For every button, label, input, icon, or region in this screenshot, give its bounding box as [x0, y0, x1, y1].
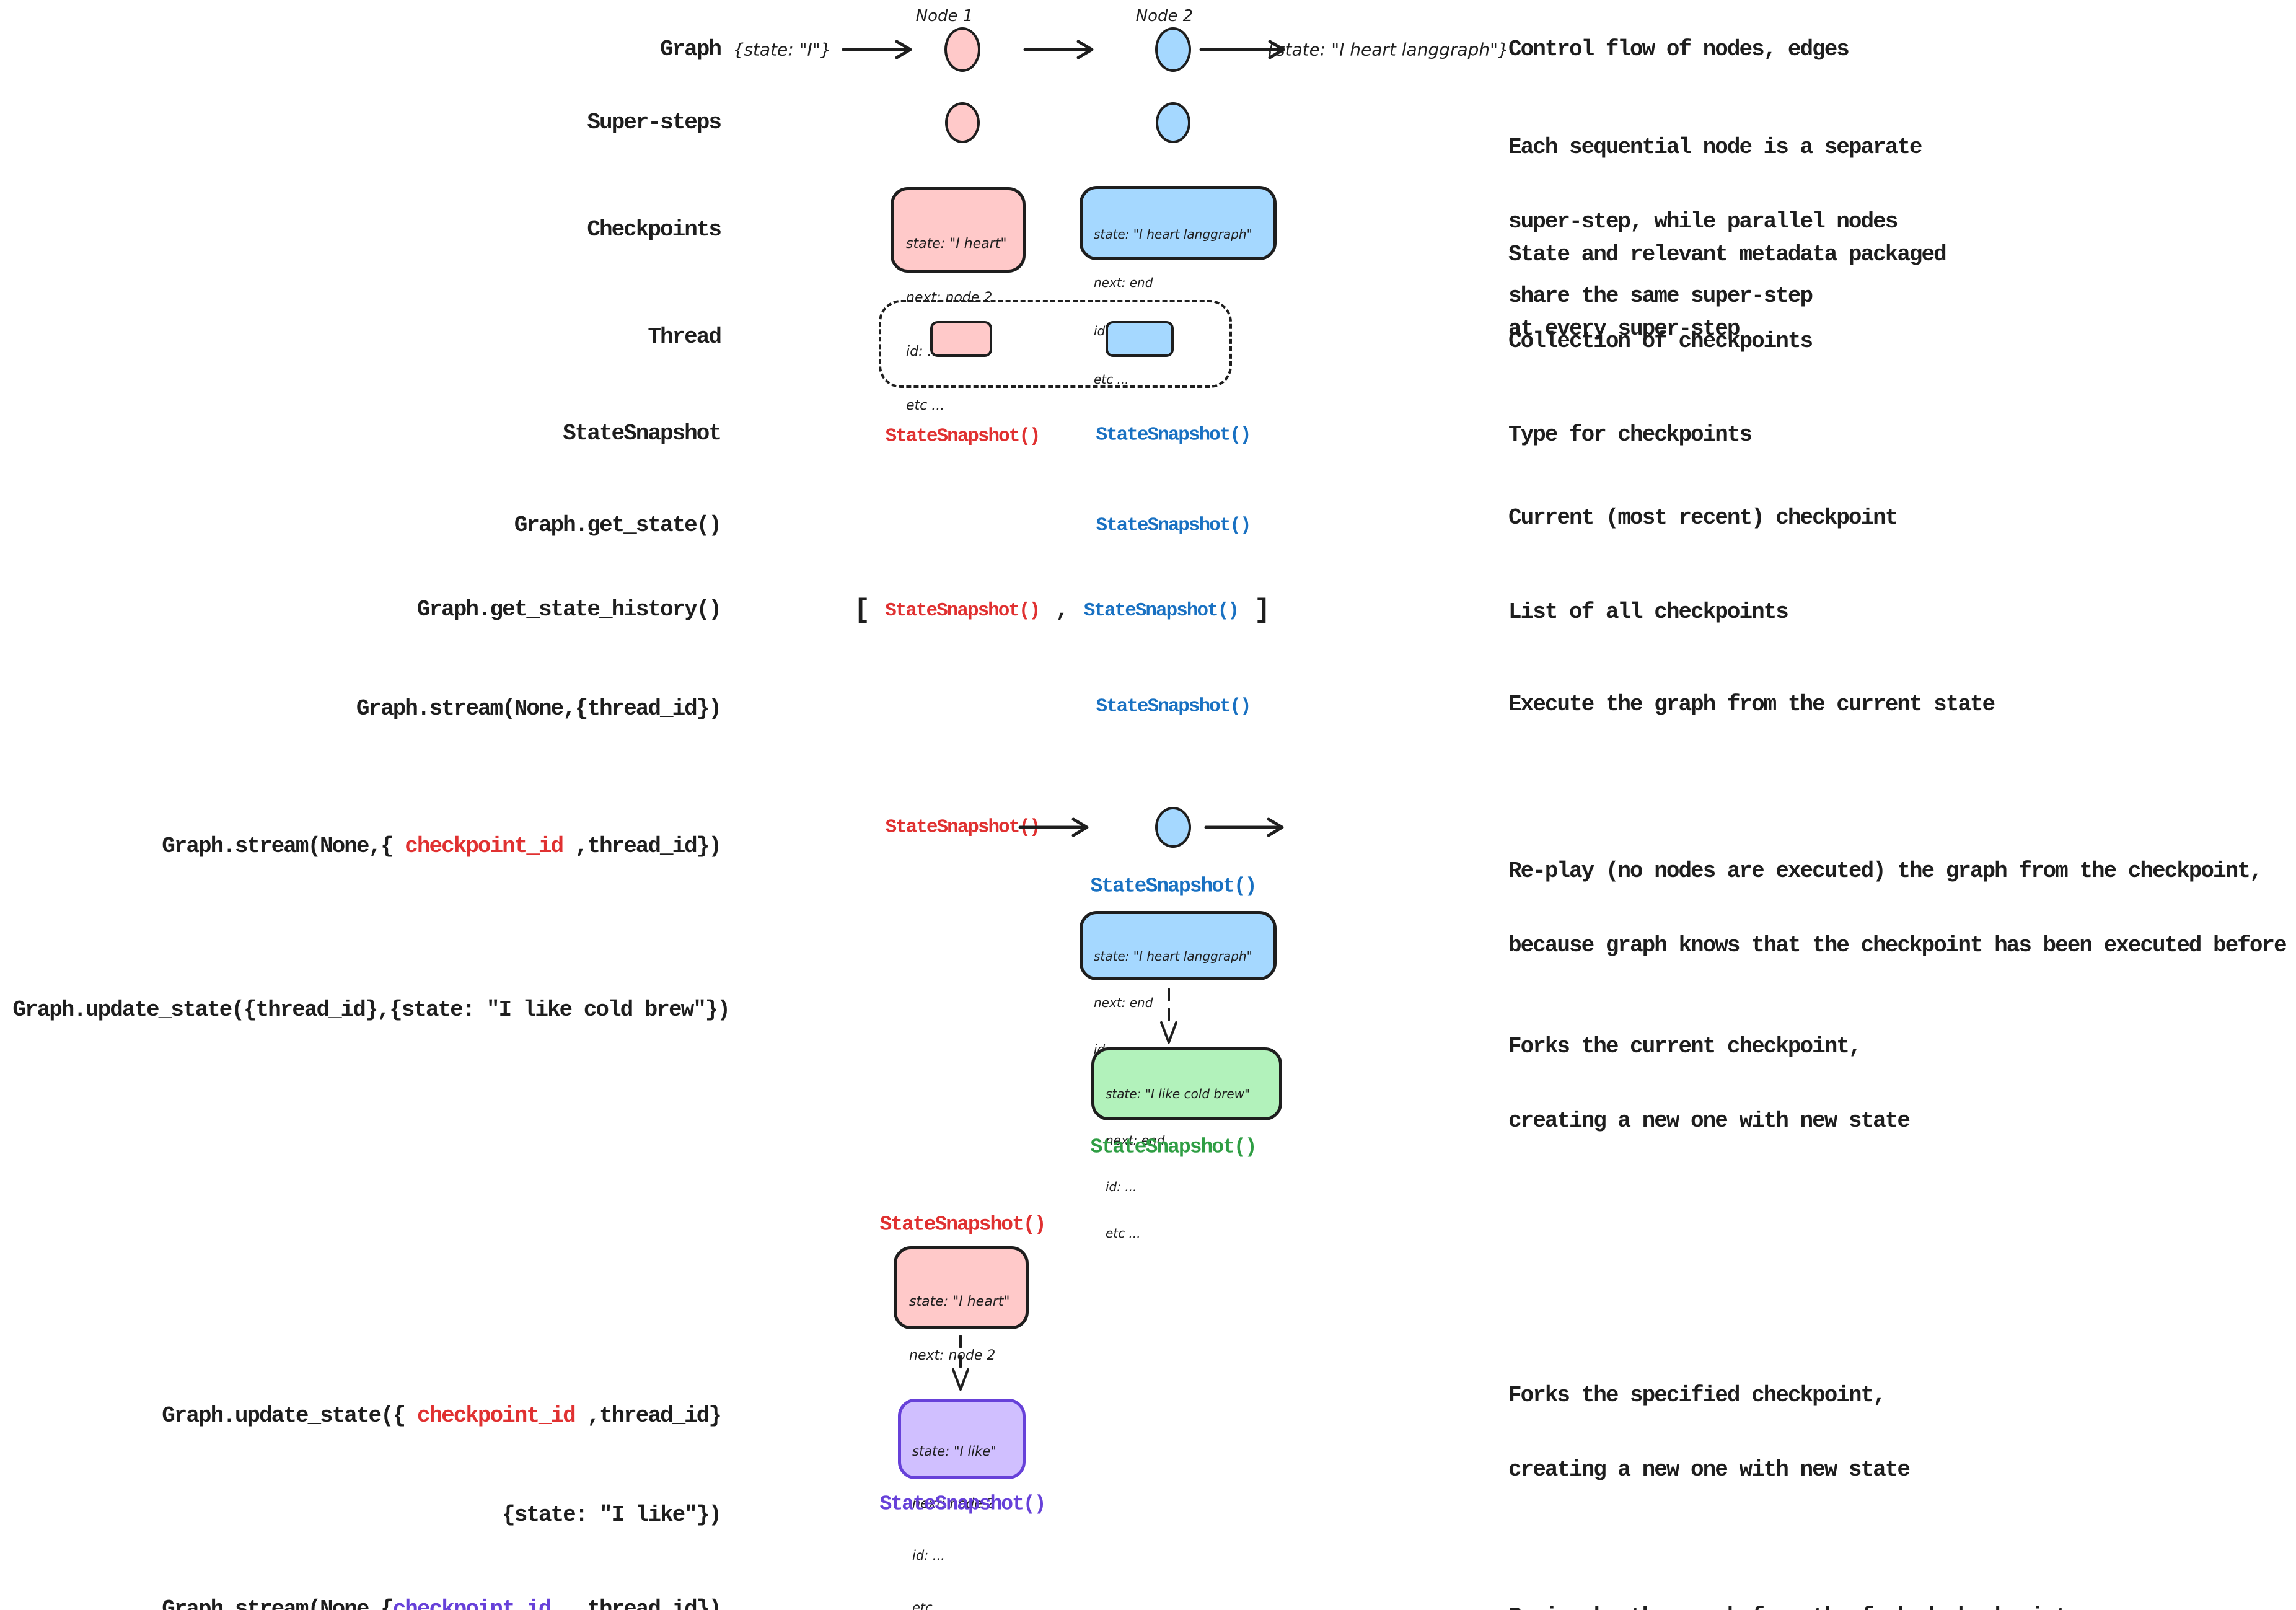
reinvoke-desc: Re-invoke the graph from the forked chec…	[1508, 1555, 2128, 1610]
checkpoint-card-pink: state: "I heart" next: node 2 id: ... et…	[891, 187, 1026, 413]
history-desc: List of all checkpoints	[1508, 599, 1789, 625]
row-label-thread: Thread	[648, 324, 722, 350]
row-label-super-steps: Super-steps	[587, 110, 722, 135]
row-label-update-state-checkpoint: Graph.update_state({ checkpoint_id ,thre…	[89, 1329, 722, 1577]
arrow-right-icon	[1202, 812, 1286, 843]
fork-current-bottom-snapshot: StateSnapshot()	[1090, 1135, 1257, 1159]
node1-label: Node 1	[915, 7, 974, 25]
thread-checkpoint-blue	[1106, 321, 1174, 357]
get-state-desc: Current (most recent) checkpoint	[1508, 505, 1898, 530]
super-steps-desc: Each sequential node is a separate super…	[1508, 134, 1923, 309]
row-label-stream-thread: Graph.stream(None,{thread_id})	[356, 696, 722, 721]
bracket-open: [	[853, 595, 870, 626]
bracket-close: ]	[1254, 595, 1270, 626]
row-label-statesnapshot: StateSnapshot	[563, 421, 722, 446]
statesnapshot-red: StateSnapshot()	[885, 425, 1040, 447]
node2-label: Node 2	[1135, 7, 1194, 25]
row-label-checkpoints: Checkpoints	[587, 217, 722, 242]
row-label-get-state: Graph.get_state()	[514, 512, 722, 538]
fork-current-card-green: state: "I like cold brew" next: end id: …	[1091, 1047, 1282, 1241]
stream-checkpoint-desc: Re-play (no nodes are executed) the grap…	[1508, 858, 2287, 958]
checkpoint-id-token: checkpoint_id	[392, 1596, 552, 1610]
fork-current-desc: Forks the current checkpoint, creating a…	[1508, 1034, 1911, 1133]
node2-circle	[1155, 27, 1191, 72]
comma: ,	[1055, 597, 1069, 623]
code-pre: Graph.update_state({	[162, 1403, 417, 1428]
graph-input-state: {state: "I"}	[732, 39, 832, 60]
checkpoint-id-token: checkpoint_id	[405, 834, 564, 859]
fork-specified-desc: Forks the specified checkpoint, creating…	[1508, 1383, 1911, 1482]
fork-specified-bottom-snapshot: StateSnapshot()	[879, 1492, 1046, 1516]
statesnapshot-blue: StateSnapshot()	[1096, 424, 1251, 446]
thread-checkpoint-pink	[930, 321, 992, 357]
history-list: [ StateSnapshot() , StateSnapshot() ]	[853, 595, 1271, 626]
arrow-right-icon	[840, 34, 914, 65]
code-line2: {state: "I like"})	[502, 1502, 722, 1528]
fork-specified-card-red: state: "I heart" next: node 2 id: ... et…	[894, 1246, 1029, 1471]
arrow-right-icon	[1197, 34, 1287, 65]
code-post: ,thread_id})	[550, 1596, 722, 1610]
stream-thread-desc: Execute the graph from the current state	[1508, 692, 1995, 717]
arrow-right-icon	[1016, 812, 1091, 843]
node1-circle	[944, 27, 980, 72]
code-post: ,thread_id})	[563, 834, 722, 859]
graph-output-state: {state: "I heart langgraph"}	[1265, 39, 1509, 60]
checkpoints-desc: State and relevant metadata packaged at …	[1508, 242, 1947, 341]
fork-current-card-blue: state: "I heart langgraph" next: end id:…	[1080, 911, 1277, 1103]
history-snapshot-blue: StateSnapshot()	[1083, 599, 1239, 622]
fork-specified-card-purple: state: "I like" next: node 2 id: ... etc…	[898, 1399, 1026, 1610]
replay-node-circle	[1155, 807, 1191, 848]
row-label-graph: Graph	[659, 37, 722, 62]
code-pre: Graph.stream(None,{	[162, 834, 405, 859]
arrow-right-icon	[1021, 34, 1096, 65]
graph-desc: Control flow of nodes, edges	[1508, 37, 1850, 62]
superstep2-circle	[1156, 102, 1190, 143]
code-post: ,thread_id}	[574, 1403, 722, 1428]
replay-snapshot-red: StateSnapshot()	[885, 816, 1040, 838]
fork-specified-top-snapshot: StateSnapshot()	[879, 1213, 1046, 1236]
code-pre: Graph.stream(None,{	[162, 1596, 394, 1610]
row-label-update-state-thread: Graph.update_state({thread_id},{state: "…	[12, 997, 731, 1023]
superstep1-circle	[945, 102, 980, 143]
checkpoint-id-token: checkpoint_id	[416, 1403, 576, 1428]
statesnapshot-desc: Type for checkpoints	[1508, 422, 1753, 447]
row-label-get-state-history: Graph.get_state_history()	[416, 597, 722, 622]
stream-thread-value: StateSnapshot()	[1096, 695, 1251, 718]
history-snapshot-red: StateSnapshot()	[885, 599, 1040, 622]
thread-container	[879, 300, 1232, 388]
row-label-stream-checkpoint: Graph.stream(None,{ checkpoint_id ,threa…	[113, 809, 722, 884]
arrow-down-dashed-icon	[1156, 987, 1181, 1046]
thread-desc: Collection of checkpoints	[1508, 328, 1813, 354]
row-label-stream-forked: Graph.stream(None,{checkpoint_id ,thread…	[113, 1572, 722, 1610]
checkpoint-card-blue: state: "I heart langgraph" next: end id:…	[1080, 186, 1277, 387]
arrow-down-dashed-icon	[948, 1334, 973, 1393]
get-state-value: StateSnapshot()	[1096, 514, 1251, 537]
fork-current-top-snapshot: StateSnapshot()	[1090, 874, 1257, 898]
